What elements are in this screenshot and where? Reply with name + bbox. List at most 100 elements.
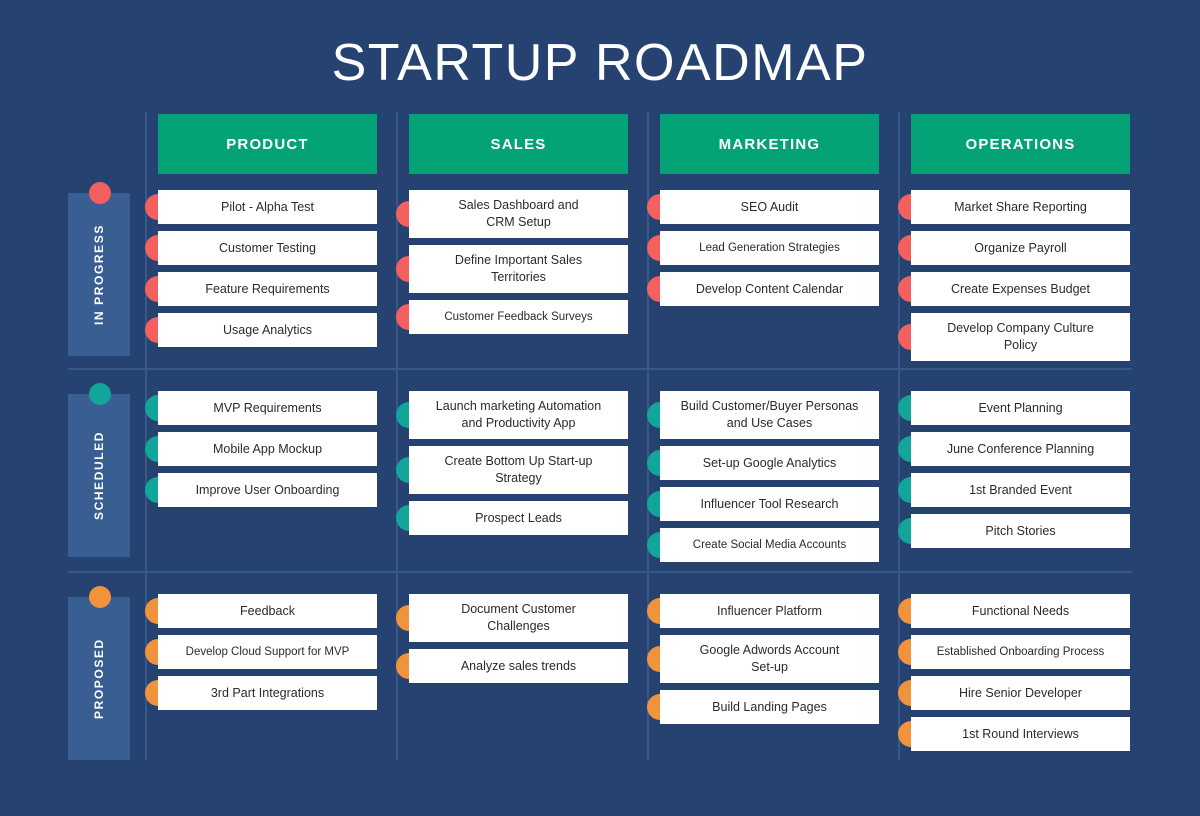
column-header-product[interactable]: PRODUCT	[158, 114, 377, 174]
phase-label-scheduled[interactable]: SCHEDULED	[68, 394, 130, 557]
task-card[interactable]: 3rd Part Integrations	[158, 676, 377, 710]
task-bullet	[647, 235, 660, 261]
task-card-label: Established Onboarding Process	[936, 645, 1105, 658]
task-bullet	[898, 598, 911, 624]
task-bullet	[145, 194, 158, 220]
phase-label-text: SCHEDULED	[92, 430, 106, 521]
task-card[interactable]: Feature Requirements	[158, 272, 377, 306]
phase-dot-in-progress	[89, 182, 111, 204]
task-card-label: Set-up Google Analytics	[702, 455, 837, 470]
task-card[interactable]: Influencer Platform	[660, 594, 879, 628]
task-card[interactable]: Event Planning	[911, 391, 1130, 425]
task-bullet	[647, 598, 660, 624]
task-card-label: Customer Feedback Surveys	[444, 310, 593, 323]
task-bullet	[647, 194, 660, 220]
phase-label-in-progress[interactable]: IN PROGRESS	[68, 193, 130, 356]
task-card-label: MVP Requirements	[213, 400, 322, 415]
phase-label-proposed[interactable]: PROPOSED	[68, 597, 130, 760]
task-card[interactable]: Functional Needs	[911, 594, 1130, 628]
task-card[interactable]: Market Share Reporting	[911, 190, 1130, 224]
task-card[interactable]: Usage Analytics	[158, 313, 377, 347]
task-bullet	[145, 680, 158, 706]
task-bullet	[898, 235, 911, 261]
task-card[interactable]: Customer Feedback Surveys	[409, 300, 628, 334]
task-card[interactable]: Established Onboarding Process	[911, 635, 1130, 669]
task-bullet	[396, 402, 409, 428]
task-bullet	[647, 646, 660, 672]
phase-divider-2	[68, 571, 1132, 573]
task-card-label: Analyze sales trends	[460, 658, 577, 673]
column-header-marketing[interactable]: MARKETING	[660, 114, 879, 174]
task-card-label: Influencer Platform	[717, 603, 822, 618]
task-card-label: SEO Audit	[740, 199, 799, 214]
task-card-label: Lead Generation Strategies	[699, 241, 840, 254]
task-card-label: Organize Payroll	[974, 240, 1067, 255]
task-card[interactable]: Organize Payroll	[911, 231, 1130, 265]
task-bullet	[898, 324, 911, 350]
task-bullet	[647, 450, 660, 476]
task-bullet	[145, 598, 158, 624]
column-header-sales[interactable]: SALES	[409, 114, 628, 174]
task-card-label: 1st Round Interviews	[962, 726, 1079, 741]
task-bullet	[145, 477, 158, 503]
task-card-label: Feedback	[240, 603, 295, 618]
task-card[interactable]: Customer Testing	[158, 231, 377, 265]
task-card[interactable]: Pitch Stories	[911, 514, 1130, 548]
task-card[interactable]: Create Expenses Budget	[911, 272, 1130, 306]
task-card[interactable]: Prospect Leads	[409, 501, 628, 535]
column-header-operations[interactable]: OPERATIONS	[911, 114, 1130, 174]
task-card[interactable]: MVP Requirements	[158, 391, 377, 425]
task-card[interactable]: 1st Round Interviews	[911, 717, 1130, 751]
task-bullet	[145, 395, 158, 421]
task-bullet	[145, 276, 158, 302]
task-card[interactable]: June Conference Planning	[911, 432, 1130, 466]
task-card[interactable]: Feedback	[158, 594, 377, 628]
task-bullet	[396, 304, 409, 330]
task-card[interactable]: 1st Branded Event	[911, 473, 1130, 507]
task-bullet	[145, 436, 158, 462]
task-bullet	[145, 639, 158, 665]
task-bullet	[396, 505, 409, 531]
task-card[interactable]: Mobile App Mockup	[158, 432, 377, 466]
task-card-label: Pilot - Alpha Test	[221, 199, 314, 214]
task-bullet	[396, 256, 409, 282]
task-card[interactable]: Hire Senior Developer	[911, 676, 1130, 710]
task-bullet	[396, 653, 409, 679]
task-card-label: Functional Needs	[971, 603, 1070, 618]
task-card[interactable]: Analyze sales trends	[409, 649, 628, 683]
task-card-label: Hire Senior Developer	[959, 685, 1082, 700]
task-bullet	[145, 317, 158, 343]
task-bullet	[898, 436, 911, 462]
task-card[interactable]: Pilot - Alpha Test	[158, 190, 377, 224]
phase-label-text: IN PROGRESS	[92, 224, 106, 325]
task-card[interactable]: Influencer Tool Research	[660, 487, 879, 521]
task-bullet	[647, 491, 660, 517]
column-header-label: SALES	[490, 135, 547, 153]
task-card[interactable]: Develop Cloud Support for MVP	[158, 635, 377, 669]
phase-dot-scheduled	[89, 383, 111, 405]
task-card[interactable]: Improve User Onboarding	[158, 473, 377, 507]
task-bullet	[898, 721, 911, 747]
task-card[interactable]: Set-up Google Analytics	[660, 446, 879, 480]
task-bullet	[898, 477, 911, 503]
task-card[interactable]: Create Social Media Accounts	[660, 528, 879, 562]
column-header-label: PRODUCT	[226, 135, 309, 153]
task-bullet	[898, 276, 911, 302]
task-card[interactable]: SEO Audit	[660, 190, 879, 224]
task-card[interactable]: Develop Content Calendar	[660, 272, 879, 306]
task-bullet	[647, 276, 660, 302]
task-card[interactable]: Build Landing Pages	[660, 690, 879, 724]
task-card[interactable]: Lead Generation Strategies	[660, 231, 879, 265]
